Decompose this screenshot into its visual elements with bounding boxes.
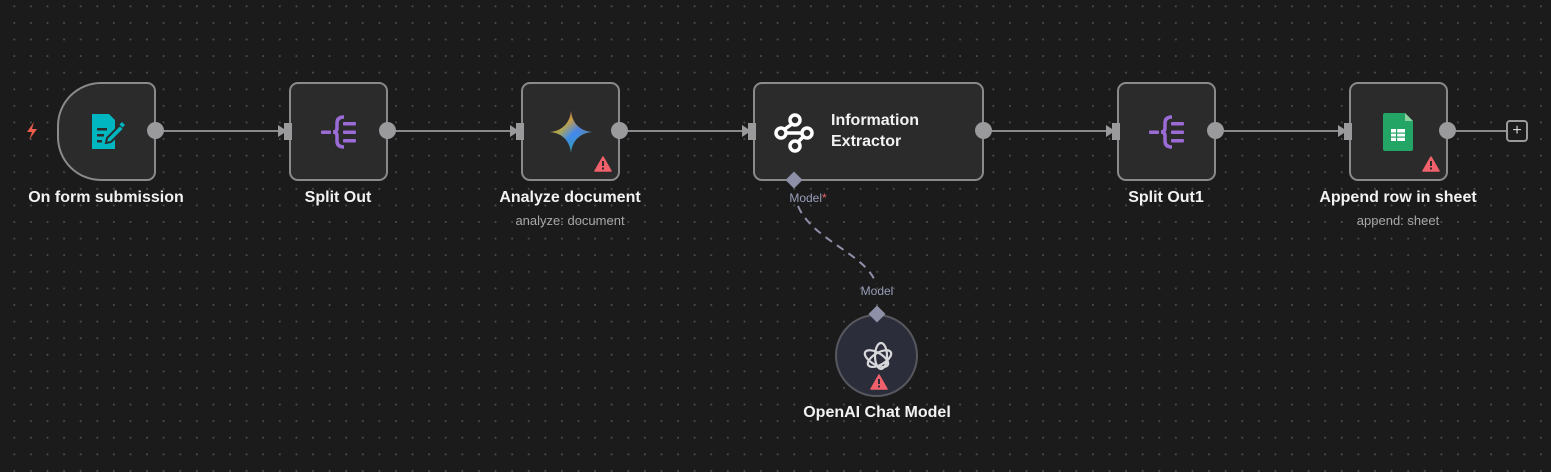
connection-arrow	[510, 125, 519, 137]
node-title: Split Out	[304, 189, 372, 206]
trigger-bolt-icon	[27, 122, 37, 140]
node-split-out1[interactable]	[1117, 82, 1216, 181]
node-append-row-in-sheet[interactable]	[1349, 82, 1448, 181]
connection-arrow	[1338, 125, 1347, 137]
required-marker: *	[822, 191, 827, 205]
input-handle[interactable]	[1344, 123, 1352, 140]
node-title: OpenAI Chat Model	[803, 404, 951, 421]
input-handle[interactable]	[284, 123, 292, 140]
node-title-line1: Information	[831, 112, 919, 129]
add-node-button[interactable]: +	[1506, 120, 1528, 142]
output-handle[interactable]	[975, 122, 992, 139]
node-title: On form submission	[28, 189, 184, 206]
node-subtitle: analyze: document	[515, 213, 625, 228]
google-sheets-icon	[1382, 112, 1413, 151]
output-handle[interactable]	[1439, 122, 1456, 139]
node-title: Split Out1	[1128, 189, 1204, 206]
openai-icon	[863, 341, 893, 371]
input-handle[interactable]	[748, 123, 756, 140]
ai-connection-model[interactable]	[797, 205, 877, 285]
model-output-port-label: Model	[860, 284, 894, 298]
output-handle[interactable]	[611, 122, 628, 139]
node-title: Information Extractor	[831, 110, 919, 152]
model-port-text: Model	[789, 191, 823, 205]
warning-icon[interactable]	[1422, 156, 1440, 172]
node-subtitle: append: sheet	[1356, 213, 1440, 228]
node-title: Append row in sheet	[1319, 189, 1477, 206]
node-analyze-document[interactable]	[521, 82, 620, 181]
output-handle[interactable]	[379, 122, 396, 139]
node-title: Analyze document	[499, 189, 641, 206]
gemini-icon	[549, 110, 592, 153]
information-extractor-icon	[774, 113, 814, 153]
model-port-label: Model*	[789, 191, 826, 205]
node-split-out[interactable]	[289, 82, 388, 181]
connection-arrow	[1106, 125, 1115, 137]
node-information-extractor[interactable]: Information Extractor	[753, 82, 984, 181]
connection-arrow	[278, 125, 287, 137]
input-handle[interactable]	[516, 123, 524, 140]
warning-icon[interactable]	[870, 374, 888, 390]
input-handle[interactable]	[1112, 123, 1120, 140]
node-title-line2: Extractor	[831, 133, 902, 150]
split-out-icon	[1148, 114, 1184, 149]
connection-arrow	[742, 125, 751, 137]
warning-icon[interactable]	[594, 156, 612, 172]
split-out-icon	[320, 114, 356, 149]
node-openai-chat-model[interactable]	[835, 314, 918, 397]
output-handle[interactable]	[1207, 122, 1224, 139]
output-handle[interactable]	[147, 122, 164, 139]
form-icon	[91, 113, 127, 149]
node-on-form-submission[interactable]	[57, 82, 156, 181]
